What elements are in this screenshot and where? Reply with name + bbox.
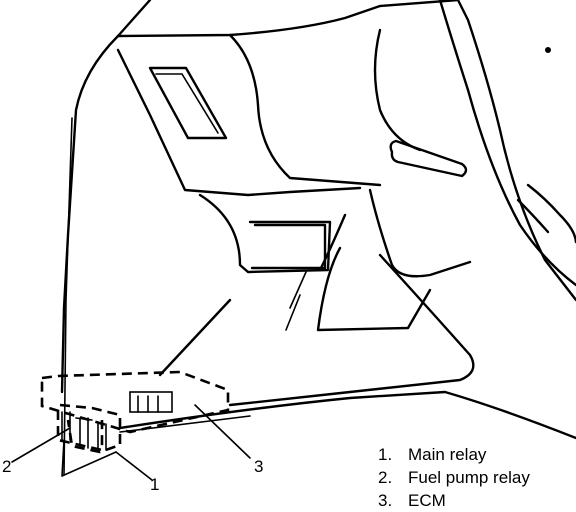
callout-1-label: 1 xyxy=(150,475,159,494)
relay-connectors xyxy=(61,411,107,451)
dash-vent-recess xyxy=(148,66,228,140)
floor-line-lower xyxy=(118,390,576,440)
column-shroud xyxy=(368,188,472,278)
steering-wheel-outer xyxy=(456,0,576,302)
dashboard-panel-line xyxy=(116,48,362,197)
legend-number: 2. xyxy=(378,468,393,487)
legend-label: Fuel pump relay xyxy=(408,468,530,487)
legend-number: 1. xyxy=(378,445,393,464)
legend: 1. Main relay 2. Fuel pump relay 3. ECM xyxy=(378,443,576,512)
lower-console xyxy=(316,246,432,332)
legend-label: ECM xyxy=(408,491,446,510)
callout-1-leader xyxy=(115,451,153,481)
ecm-module xyxy=(40,370,230,434)
center-console-slot xyxy=(250,223,327,270)
legend-number: 3. xyxy=(378,491,393,510)
steering-wheel-spoke xyxy=(526,183,576,244)
main-relay xyxy=(59,403,122,454)
steering-hub-mark xyxy=(545,47,551,53)
dash-vent-inner xyxy=(155,73,219,134)
callout-3-label: 3 xyxy=(254,457,263,476)
callout-2-leader xyxy=(11,427,71,463)
pillar-guide-line xyxy=(63,117,73,476)
floor-sill-line xyxy=(228,253,475,407)
legend-item-main-relay: 1. Main relay xyxy=(378,443,576,466)
ecm-connector xyxy=(129,391,173,413)
callout-2-label: 2 xyxy=(2,457,11,476)
instrument-hood-inner xyxy=(373,28,422,152)
base-lines xyxy=(61,439,117,477)
kick-panel-line xyxy=(158,298,232,377)
lower-console-trim xyxy=(285,271,307,331)
callout-3-leader xyxy=(194,404,251,459)
steering-wheel-spoke-inner xyxy=(516,198,550,234)
legend-label: Main relay xyxy=(408,445,487,464)
center-console xyxy=(198,193,332,274)
a-pillar-outline xyxy=(60,0,152,394)
dashboard-top-edge xyxy=(116,0,460,38)
column-stalk xyxy=(389,139,468,178)
column-shroud-lower xyxy=(318,213,347,272)
legend-item-ecm: 3. ECM xyxy=(378,489,576,512)
instrument-hood xyxy=(228,33,382,187)
steering-wheel-inner xyxy=(438,0,576,287)
legend-item-fuel-pump-relay: 2. Fuel pump relay xyxy=(378,466,576,489)
